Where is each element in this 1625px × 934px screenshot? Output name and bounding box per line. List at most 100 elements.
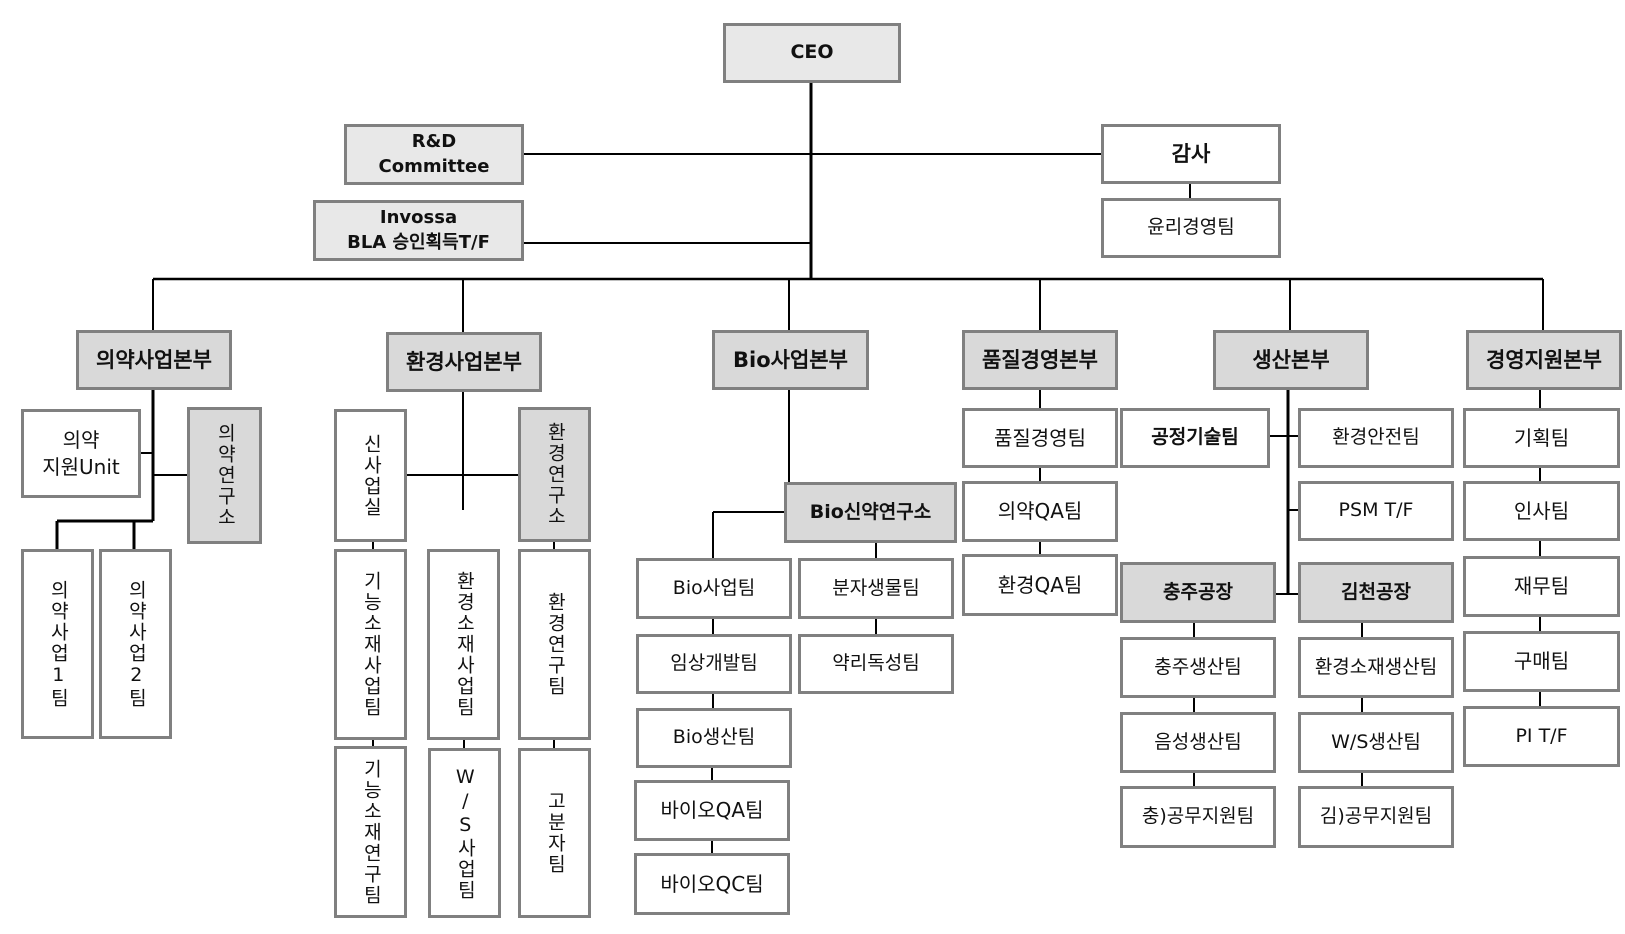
environment-material-business-team[interactable]: 환경소재사업팀 <box>427 549 500 740</box>
unit-label: 환경연구팀 <box>544 592 567 697</box>
team-label: 충)공무지원팀 <box>1141 805 1255 828</box>
unit-label: 기능소재연구팀 <box>360 758 383 906</box>
unit-label: 환경소재사업팀 <box>453 571 476 718</box>
unit-label: W/S사업팀 <box>454 765 477 901</box>
unit-label: 의약연구소 <box>214 423 237 528</box>
division-quality[interactable]: 품질경영본부 <box>962 330 1118 390</box>
purchasing-team[interactable]: 구매팀 <box>1463 631 1620 692</box>
team-label: 음성생산팀 <box>1154 730 1242 753</box>
division-management-support[interactable]: 경영지원본부 <box>1466 330 1622 390</box>
unit-label: 신사업실 <box>360 433 383 518</box>
ceo-box[interactable]: CEO <box>723 23 901 83</box>
rnd-committee-label: R&D Committee <box>378 131 490 177</box>
team-label: 구매팀 <box>1513 649 1570 673</box>
division-environment[interactable]: 환경사업본부 <box>386 332 542 392</box>
team-label: 기획팀 <box>1513 425 1570 450</box>
team-label: 환경안전팀 <box>1332 426 1420 449</box>
plant-label: 김천공장 <box>1341 580 1411 603</box>
division-production[interactable]: 생산본부 <box>1213 330 1369 390</box>
invossa-tf-label: Invossa BLA 승인획득T/F <box>347 207 490 253</box>
molecular-biology-team[interactable]: 분자생물팀 <box>798 558 954 619</box>
polymer-team[interactable]: 고분자팀 <box>518 748 591 918</box>
division-pharma[interactable]: 의약사업본부 <box>76 330 232 390</box>
ethics-team-label: 윤리경영팀 <box>1147 216 1235 239</box>
bio-business-team[interactable]: Bio사업팀 <box>636 558 792 619</box>
environment-safety-team[interactable]: 환경안전팀 <box>1298 408 1454 468</box>
ws-business-team[interactable]: W/S사업팀 <box>428 748 501 918</box>
team-label: 의약QA팀 <box>997 499 1083 523</box>
finance-team[interactable]: 재무팀 <box>1463 556 1620 617</box>
bio-qc-team[interactable]: 바이오QC팀 <box>634 853 790 915</box>
pharma-business-team-1[interactable]: 의약사업1팀 <box>21 549 94 739</box>
team-label: W/S생산팀 <box>1331 730 1421 753</box>
division-label: 경영지원본부 <box>1486 347 1602 372</box>
bio-qa-team[interactable]: 바이오QA팀 <box>634 780 790 841</box>
team-label: 바이오QC팀 <box>660 871 764 896</box>
team-label: 바이오QA팀 <box>660 798 764 822</box>
pharma-research-institute[interactable]: 의약연구소 <box>187 407 262 544</box>
audit-label: 감사 <box>1171 141 1211 166</box>
chungju-plant[interactable]: 충주공장 <box>1120 562 1276 623</box>
team-label: 인사팀 <box>1513 498 1570 523</box>
chungju-production-team[interactable]: 충주생산팀 <box>1120 637 1276 698</box>
invossa-tf-box[interactable]: Invossa BLA 승인획득T/F <box>313 200 524 261</box>
unit-label: 의약사업2팀 <box>125 579 148 709</box>
division-label: 의약사업본부 <box>96 347 212 372</box>
team-label: 김)공무지원팀 <box>1319 805 1433 828</box>
unit-label: 의약 지원Unit <box>42 427 120 479</box>
rnd-committee-box[interactable]: R&D Committee <box>344 124 524 185</box>
environment-research-team[interactable]: 환경연구팀 <box>518 549 591 740</box>
functional-material-business-team[interactable]: 기능소재사업팀 <box>334 549 407 740</box>
environment-material-production-team[interactable]: 환경소재생산팀 <box>1298 637 1454 698</box>
division-label: Bio사업본부 <box>733 347 848 372</box>
unit-label: 환경연구소 <box>544 422 567 527</box>
division-label: 품질경영본부 <box>982 347 1098 372</box>
clinical-development-team[interactable]: 임상개발팀 <box>636 634 792 694</box>
team-label: 재무팀 <box>1513 574 1570 598</box>
ws-production-team[interactable]: W/S생산팀 <box>1298 712 1454 773</box>
eumseong-production-team[interactable]: 음성생산팀 <box>1120 712 1276 773</box>
team-label: 공정기술팀 <box>1151 426 1239 449</box>
division-bio[interactable]: Bio사업본부 <box>712 330 869 390</box>
functional-material-research-team[interactable]: 기능소재연구팀 <box>334 746 407 918</box>
team-label: 환경QA팀 <box>997 572 1083 597</box>
psm-tf[interactable]: PSM T/F <box>1298 481 1454 541</box>
chungju-engineering-support-team[interactable]: 충)공무지원팀 <box>1120 786 1276 848</box>
division-label: 생산본부 <box>1252 347 1330 372</box>
environment-qa-team[interactable]: 환경QA팀 <box>962 554 1118 616</box>
unit-label: 고분자팀 <box>544 791 567 875</box>
bio-production-team[interactable]: Bio생산팀 <box>636 708 792 768</box>
environment-research-institute[interactable]: 환경연구소 <box>518 407 591 542</box>
division-label: 환경사업본부 <box>406 349 522 374</box>
plant-label: 충주공장 <box>1163 580 1233 603</box>
pharma-qa-team[interactable]: 의약QA팀 <box>962 481 1118 542</box>
ethics-team-box[interactable]: 윤리경영팀 <box>1101 198 1281 258</box>
team-label: Bio사업팀 <box>672 576 756 599</box>
team-label: 약리독성팀 <box>832 652 920 675</box>
process-technology-team[interactable]: 공정기술팀 <box>1120 408 1270 468</box>
pharmacology-toxicology-team[interactable]: 약리독성팀 <box>798 634 954 694</box>
unit-label: 기능소재사업팀 <box>360 571 383 718</box>
team-label: 충주생산팀 <box>1154 655 1242 678</box>
planning-team[interactable]: 기획팀 <box>1463 408 1620 468</box>
ceo-label: CEO <box>790 41 834 64</box>
team-label: 임상개발팀 <box>670 652 758 675</box>
pi-tf[interactable]: PI T/F <box>1463 706 1620 767</box>
team-label: 품질경영팀 <box>994 425 1086 450</box>
unit-label: Bio신약연구소 <box>809 500 932 523</box>
new-business-office[interactable]: 신사업실 <box>334 409 407 542</box>
team-label: PI T/F <box>1515 724 1568 747</box>
quality-management-team[interactable]: 품질경영팀 <box>962 408 1118 468</box>
team-label: 환경소재생산팀 <box>1314 655 1438 678</box>
hr-team[interactable]: 인사팀 <box>1463 481 1620 541</box>
team-label: Bio생산팀 <box>672 726 756 749</box>
bio-drug-research-institute[interactable]: Bio신약연구소 <box>784 482 957 543</box>
team-label: 분자생물팀 <box>832 576 920 599</box>
audit-box[interactable]: 감사 <box>1101 124 1281 184</box>
team-label: PSM T/F <box>1338 499 1414 522</box>
pharma-support-unit[interactable]: 의약 지원Unit <box>21 409 141 498</box>
pharma-business-team-2[interactable]: 의약사업2팀 <box>99 549 172 739</box>
gimcheon-plant[interactable]: 김천공장 <box>1298 562 1454 623</box>
gimcheon-engineering-support-team[interactable]: 김)공무지원팀 <box>1298 786 1454 848</box>
unit-label: 의약사업1팀 <box>47 579 70 709</box>
